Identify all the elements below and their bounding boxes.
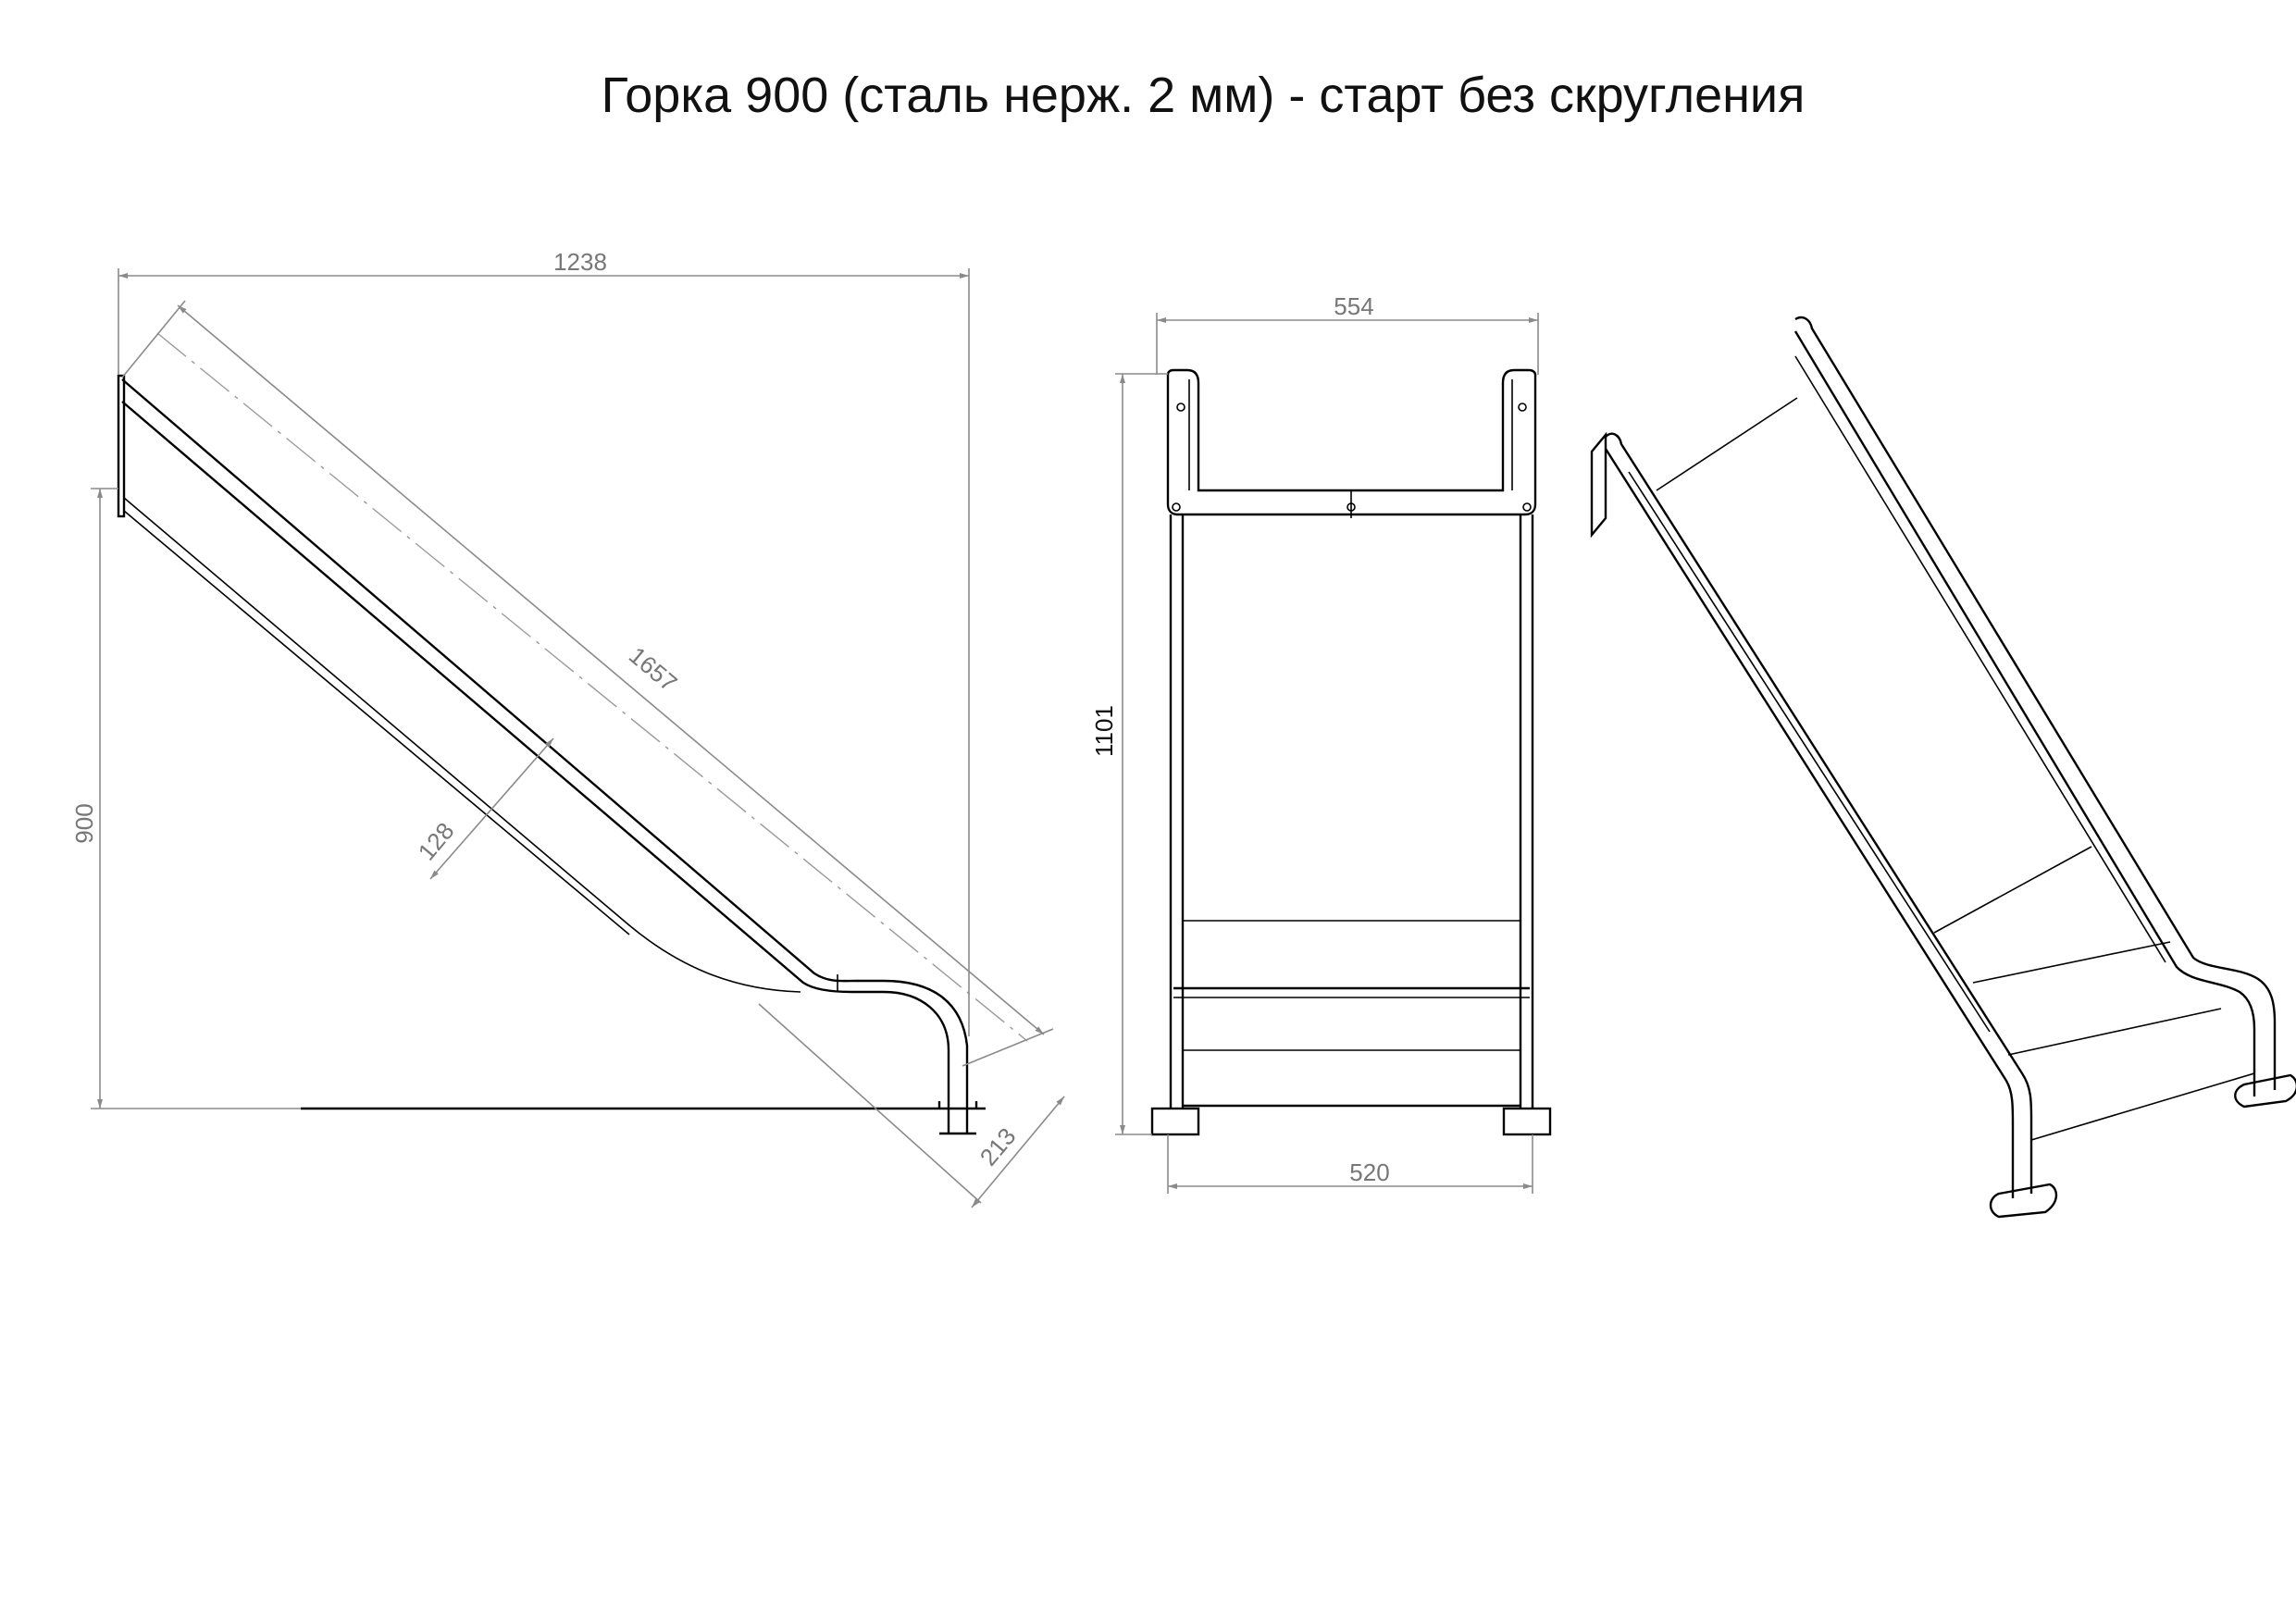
drawing-title: Горка 900 (сталь нерж. 2 мм) - старт без…: [601, 68, 1806, 123]
dim-label-128: 128: [413, 817, 460, 866]
front-view: 554 1101 520: [1090, 292, 1552, 1194]
slide-bed-front: [1173, 920, 1530, 1108]
dim-label-554: 554: [1334, 292, 1373, 320]
dim-label-213: 213: [974, 1122, 1022, 1171]
iso-foot-right: [2234, 1073, 2296, 1109]
dim-label-1101: 1101: [1090, 705, 1118, 757]
side-view: 1238 900 1657 128 213: [70, 248, 1065, 1208]
dimension-width-1238: 1238: [118, 248, 970, 1036]
iso-foot-left: [1989, 1183, 2058, 1219]
dimension-length-1657: 1657: [121, 300, 1054, 1067]
side-rails: [1169, 514, 1534, 1109]
dimension-top-width-554: 554: [1156, 292, 1539, 375]
isometric-view: [1590, 316, 2296, 1219]
dim-label-1238: 1238: [553, 248, 607, 276]
top-frame: [1166, 368, 1537, 518]
center-line: [156, 332, 1028, 1042]
dimension-bottom-width-520: 520: [1167, 1134, 1533, 1194]
iso-mounting-plate: [1590, 431, 1607, 539]
dim-label-520: 520: [1349, 1158, 1389, 1186]
slide-body-side: [121, 378, 978, 1135]
dimension-height-1101: 1101: [1090, 373, 1168, 1135]
dim-label-900: 900: [70, 803, 98, 843]
dimension-height-900: 900: [70, 488, 301, 1109]
feet: [1150, 1107, 1552, 1136]
mounting-plate: [117, 374, 126, 518]
iso-left-rail: [1605, 432, 2033, 1194]
iso-right-rail: [1794, 316, 2277, 1090]
